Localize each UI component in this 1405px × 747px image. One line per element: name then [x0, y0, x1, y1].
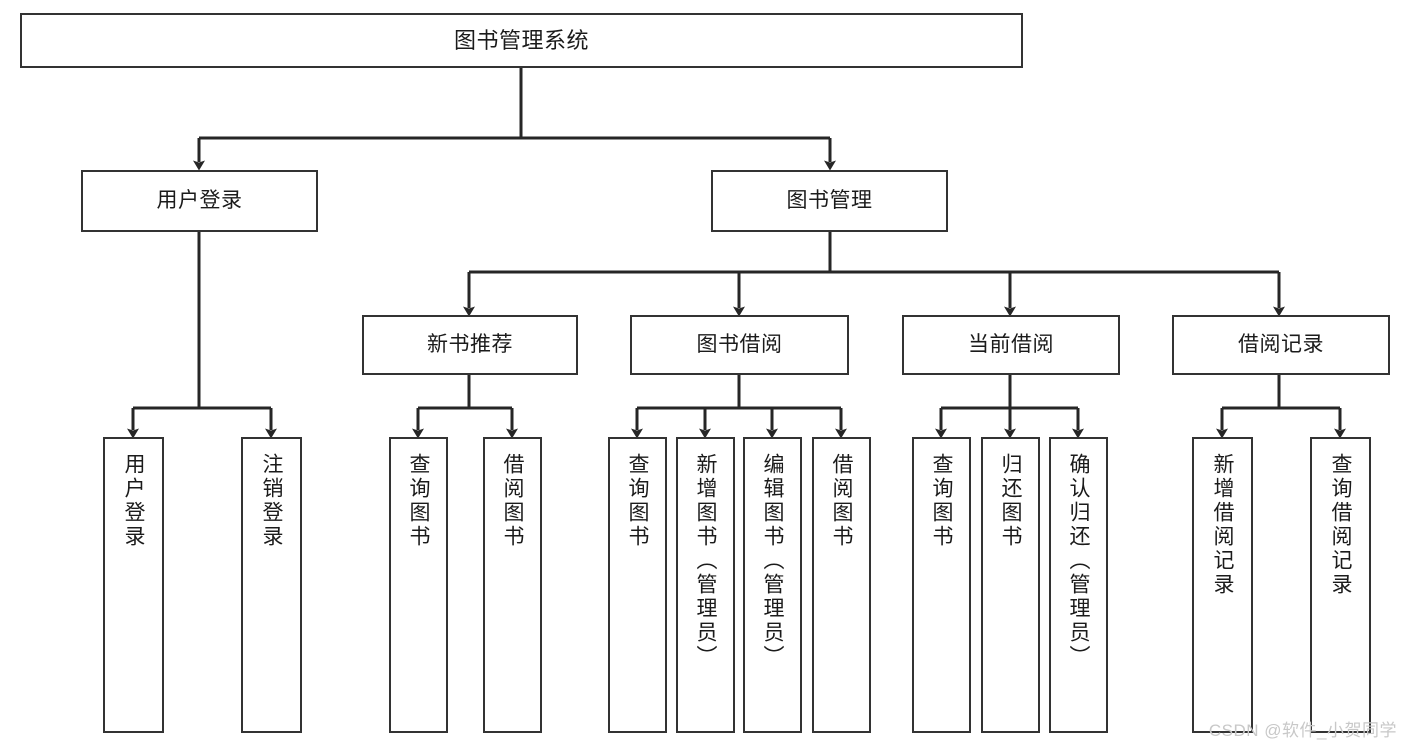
node-label: 图书管理系统 — [453, 27, 589, 53]
node-root-system[interactable]: 图书管理系统 — [20, 13, 1023, 68]
node-label: 注销登录 — [260, 453, 283, 549]
leaf-return-book[interactable]: 归还图书 — [981, 437, 1040, 733]
leaf-borrow-book-recommend[interactable]: 借阅图书 — [483, 437, 542, 733]
node-new-book-recommend[interactable]: 新书推荐 — [362, 315, 578, 375]
node-current-borrow[interactable]: 当前借阅 — [902, 315, 1120, 375]
leaf-query-borrow-record[interactable]: 查询借阅记录 — [1310, 437, 1371, 733]
node-label: 图书借阅 — [696, 332, 783, 356]
leaf-add-book-admin[interactable]: 新增图书（管理员） — [676, 437, 735, 733]
leaf-logout[interactable]: 注销登录 — [241, 437, 302, 733]
node-label: 用户登录 — [122, 453, 145, 549]
node-borrow-records[interactable]: 借阅记录 — [1172, 315, 1390, 375]
leaf-edit-book-admin[interactable]: 编辑图书（管理员） — [743, 437, 802, 733]
node-label: 借阅图书 — [830, 453, 853, 549]
node-label: 当前借阅 — [968, 332, 1054, 356]
node-user-login[interactable]: 用户登录 — [81, 170, 318, 232]
node-label: 用户登录 — [156, 188, 243, 212]
node-label: 确认归还（管理员） — [1067, 453, 1090, 669]
node-label: 查询图书 — [407, 453, 430, 549]
leaf-confirm-return-admin[interactable]: 确认归还（管理员） — [1049, 437, 1108, 733]
node-label: 查询借阅记录 — [1329, 453, 1352, 597]
node-label: 借阅图书 — [501, 453, 524, 549]
leaf-query-book-recommend[interactable]: 查询图书 — [389, 437, 448, 733]
node-book-management[interactable]: 图书管理 — [711, 170, 948, 232]
node-book-borrow[interactable]: 图书借阅 — [630, 315, 849, 375]
leaf-query-book-borrow[interactable]: 查询图书 — [608, 437, 667, 733]
node-label: 归还图书 — [999, 453, 1022, 549]
leaf-borrow-book[interactable]: 借阅图书 — [812, 437, 871, 733]
leaf-query-book-current[interactable]: 查询图书 — [912, 437, 971, 733]
node-label: 查询图书 — [930, 453, 953, 549]
node-label: 查询图书 — [626, 453, 649, 549]
leaf-user-login[interactable]: 用户登录 — [103, 437, 164, 733]
node-label: 新增图书（管理员） — [694, 453, 717, 669]
leaf-add-borrow-record[interactable]: 新增借阅记录 — [1192, 437, 1253, 733]
node-label: 图书管理 — [786, 188, 873, 212]
node-label: 编辑图书（管理员） — [761, 453, 784, 669]
node-label: 新增借阅记录 — [1211, 453, 1234, 597]
csdn-watermark: CSDN @软件_小贺同学 — [1208, 721, 1397, 740]
node-label: 借阅记录 — [1238, 332, 1324, 356]
node-label: 新书推荐 — [427, 332, 513, 356]
